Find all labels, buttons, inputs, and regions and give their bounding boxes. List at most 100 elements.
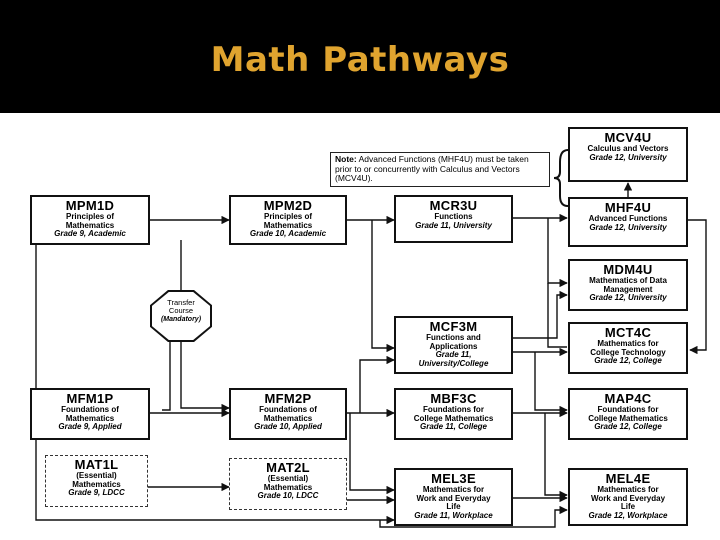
course-line: Life (446, 502, 461, 512)
course-line: Functions and (426, 333, 481, 343)
course-line: Mathematics (263, 482, 313, 492)
course-line: Foundations for (597, 405, 659, 415)
edge-transfer-mfm2p (180, 342, 230, 413)
course-box-mct4c[interactable]: MCT4C Mathematics for College Technology… (568, 322, 688, 374)
course-code: MAT2L (266, 460, 310, 475)
course-box-mcf3m[interactable]: MCF3M Functions and Applications Grade 1… (394, 316, 513, 374)
course-line: Mathematics for (597, 485, 659, 495)
course-box-mat1l[interactable]: MAT1L (Essential) Mathematics Grade 9, L… (45, 455, 148, 507)
course-line: Grade 9, Applied (58, 422, 122, 432)
course-line: Mathematics for (597, 339, 659, 349)
course-box-mpm2d[interactable]: MPM2D Principles of Mathematics Grade 10… (229, 195, 347, 245)
course-line: Grade 10, Academic (249, 229, 327, 239)
edge-mpm2d-mcf3m (371, 220, 395, 353)
edge-mfm2p-mcf3m (359, 355, 395, 413)
course-code: MAT1L (74, 457, 119, 472)
course-code: MHF4U (604, 200, 652, 215)
course-box-mel3e[interactable]: MEL3E Mathematics for Work and Everyday … (394, 468, 513, 526)
course-line: Mathematics (263, 220, 313, 230)
course-line: College Mathematics (588, 413, 668, 423)
transfer-line-3: (Mandatory) (160, 315, 202, 323)
course-line: Grade 9, LDCC (68, 488, 125, 498)
course-line: Mathematics of Data (589, 276, 667, 286)
course-box-mhf4u[interactable]: MHF4U Advanced Functions Grade 12, Unive… (568, 197, 688, 247)
course-line: Grade 12, Workplace (588, 510, 668, 520)
edge-mcf3m-mdm4u (513, 290, 568, 339)
course-code: MCF3M (429, 319, 478, 334)
course-line: Grade 10, Applied (254, 422, 322, 432)
title-band (0, 0, 720, 113)
edge-mcr3u-mct4c (547, 283, 567, 348)
course-code: MCR3U (429, 198, 478, 213)
edge-mfm2p-mel3e (349, 413, 395, 495)
course-line: Foundations of (61, 405, 119, 415)
course-line: Grade 11, Workplace (414, 510, 493, 520)
page-title: Math Pathways (210, 40, 510, 80)
course-line: Grade 12, College (594, 356, 662, 366)
course-line: Mathematics for (422, 485, 485, 495)
course-line: Foundations of (259, 405, 317, 415)
course-box-mdm4u[interactable]: MDM4U Mathematics of Data Management Gra… (568, 259, 688, 311)
course-line: Grade 12, College (594, 422, 662, 432)
course-line: University/College (418, 358, 489, 368)
course-line: Principles of (65, 212, 114, 222)
course-box-mpm1d[interactable]: MPM1D Principles of Mathematics Grade 9,… (30, 195, 150, 245)
edge-rail-mel4e (379, 505, 568, 528)
course-line: Mathematics (263, 413, 313, 423)
course-line: (Essential) (76, 471, 117, 481)
edge-mbf3c-mel4e (544, 413, 568, 500)
course-line: Functions (434, 212, 473, 222)
course-line: Grade 11, College (420, 422, 487, 432)
course-code: MBF3C (430, 391, 477, 406)
course-box-mel4e[interactable]: MEL4E Mathematics for Work and Everyday … (568, 468, 688, 526)
course-line: Work and Everyday (416, 493, 491, 503)
course-code: MPM2D (263, 198, 313, 213)
edge-rail-mel3e (35, 205, 395, 525)
course-box-mfm1p[interactable]: MFM1P Foundations of Mathematics Grade 9… (30, 388, 150, 440)
course-box-mfm2p[interactable]: MFM2P Foundations of Mathematics Grade 1… (229, 388, 347, 440)
course-line: Mathematics (65, 413, 115, 423)
course-line: Mathematics (72, 479, 121, 489)
prerequisite-note: Note: Advanced Functions (MHF4U) must be… (330, 152, 550, 187)
course-line: Grade 12, University (589, 293, 667, 303)
course-line: Life (620, 502, 636, 512)
course-line: Grade 11, (435, 350, 472, 360)
course-code: MEL4E (605, 471, 651, 486)
course-box-map4c[interactable]: MAP4C Foundations for College Mathematic… (568, 388, 688, 440)
course-line: Management (603, 284, 653, 294)
course-line: (Essential) (267, 474, 309, 484)
course-line: College Technology (590, 347, 666, 357)
edge-mfm1p-transfer (162, 342, 171, 411)
course-code: MPM1D (65, 198, 115, 213)
course-code: MFM2P (264, 391, 312, 406)
course-line: Work and Everyday (590, 493, 666, 503)
edge-mcr3u-mdm4u (547, 218, 568, 288)
transfer-course-label: Transfer Course (Mandatory) (152, 292, 210, 340)
course-line: College Mathematics (413, 413, 494, 423)
course-code: MEL3E (431, 471, 476, 486)
course-box-mcr3u[interactable]: MCR3U Functions Grade 11, University (394, 195, 513, 243)
course-line: Mathematics (65, 220, 115, 230)
course-line: Grade 11, University (415, 220, 492, 230)
edge-mhf4u-mct4c (688, 219, 707, 355)
course-line: Foundations for (423, 405, 484, 415)
course-line: Advanced Functions (588, 214, 668, 224)
note-label: Note: (335, 154, 357, 164)
transfer-line-1: Transfer (167, 298, 195, 307)
course-code: MCT4C (604, 325, 652, 340)
course-line: Grade 12, University (589, 152, 667, 162)
edge-mcf3m-map4c (534, 352, 568, 415)
note-brace (553, 149, 569, 207)
course-line: Applications (429, 341, 478, 351)
course-line: Grade 12, University (589, 222, 667, 232)
course-line: Calculus and Vectors (587, 144, 669, 154)
course-box-mbf3c[interactable]: MBF3C Foundations for College Mathematic… (394, 388, 513, 440)
course-code: MDM4U (603, 262, 653, 277)
course-line: Principles of (263, 212, 312, 222)
course-box-mat2l[interactable]: MAT2L (Essential) Mathematics Grade 10, … (229, 458, 347, 510)
transfer-line-2: Course (168, 306, 194, 316)
course-code: MFM1P (66, 391, 114, 406)
course-box-mcv4u[interactable]: MCV4U Calculus and Vectors Grade 12, Uni… (568, 127, 688, 182)
note-text: Advanced Functions (MHF4U) must be taken… (335, 154, 529, 184)
course-code: MAP4C (604, 391, 652, 406)
